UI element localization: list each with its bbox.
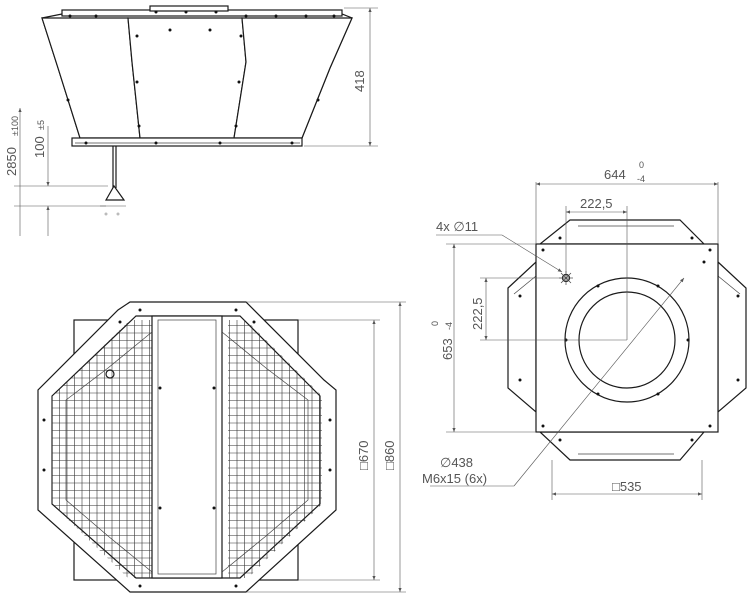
side-bolts bbox=[66, 10, 336, 145]
bolt-y-label: 222,5 bbox=[470, 297, 485, 330]
frame-height-tol-upper: 0 bbox=[430, 321, 440, 326]
mount-offset-tol: ±5 bbox=[36, 120, 46, 130]
top-view: □670 □860 bbox=[37, 301, 406, 593]
bottom-panel-top bbox=[538, 219, 706, 245]
bore-diameter-label: ∅438 bbox=[440, 455, 473, 470]
base-square-label: □535 bbox=[612, 479, 642, 494]
height-418-label: 418 bbox=[352, 70, 367, 92]
bottom-view: 644 0 -4 222,5 4x ∅11 222,5 653 0 -4 ∅43… bbox=[422, 160, 747, 500]
frame-holes bbox=[518, 236, 740, 442]
bottom-panel-right bbox=[717, 260, 747, 414]
screw-spec-label: M6x15 (6x) bbox=[422, 471, 487, 486]
bottom-panel-bottom bbox=[538, 431, 706, 461]
hood-panel-left bbox=[41, 17, 141, 139]
top-cap bbox=[149, 5, 229, 12]
bottom-panel-left bbox=[507, 260, 537, 414]
hood-panel-right bbox=[233, 17, 353, 139]
support-foot bbox=[104, 184, 126, 201]
frame-height-label: 653 bbox=[440, 338, 455, 360]
frame-width-tol-lower: -4 bbox=[637, 174, 645, 184]
holes-label: 4x ∅11 bbox=[436, 219, 478, 234]
inner-square-label: □670 bbox=[356, 440, 371, 470]
grille-left bbox=[51, 320, 152, 578]
latch-icon bbox=[105, 369, 115, 379]
outer-square-label: □860 bbox=[382, 440, 397, 470]
base-flange bbox=[71, 137, 303, 147]
install-height-label: 2850 bbox=[4, 147, 19, 176]
frame-height-tol-lower: -4 bbox=[444, 322, 454, 330]
center-plate bbox=[151, 315, 223, 579]
hood-panel-center bbox=[127, 17, 247, 139]
top-bolts bbox=[42, 308, 332, 588]
bolt-x-label: 222,5 bbox=[580, 196, 613, 211]
mount-offset-label: 100 bbox=[32, 136, 47, 158]
side-view: 418 2850 ±100 100 ±5 bbox=[4, 5, 378, 236]
install-height-tol: ±100 bbox=[10, 116, 20, 136]
frame-width-label: 644 bbox=[604, 167, 626, 182]
frame-width-tol-upper: 0 bbox=[639, 160, 644, 170]
